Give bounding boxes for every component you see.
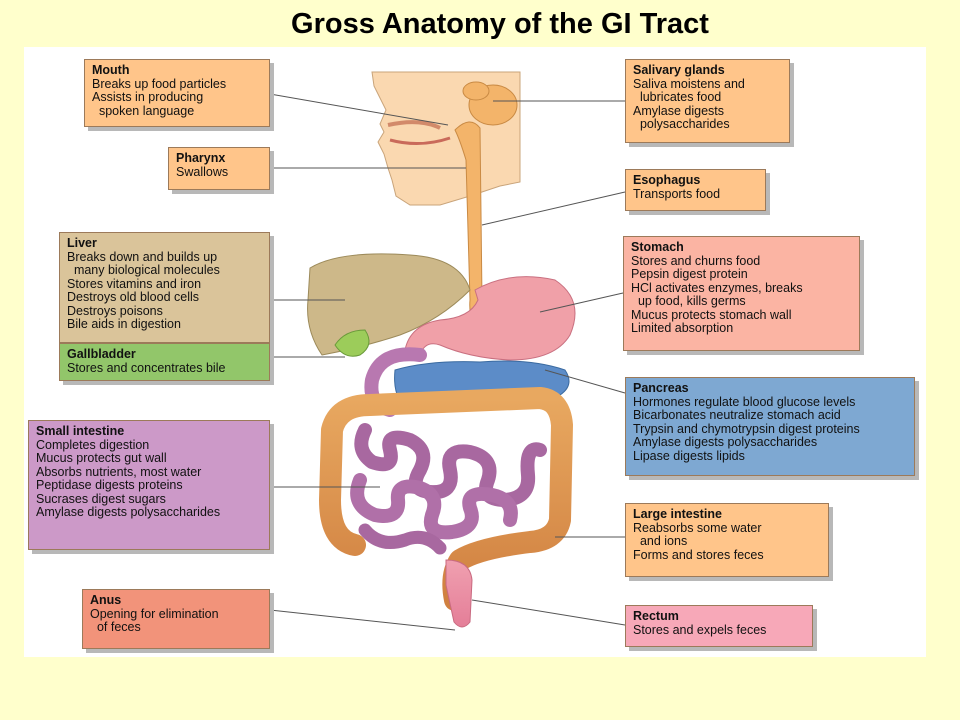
label-line: spoken language [92, 103, 195, 118]
label-line: Mucus protects stomach wall [631, 307, 792, 322]
label-heading: Anus [90, 593, 122, 607]
label-gallbladder: Gallbladder Stores and concentrates bile [59, 343, 270, 381]
label-line: Amylase digests [633, 103, 725, 118]
label-line: Lipase digests lipids [633, 448, 745, 463]
label-line: Pepsin digest protein [631, 267, 748, 281]
label-line: Stores and expels feces [633, 622, 767, 637]
label-line: up food, kills germs [631, 294, 746, 308]
label-line: Peptidase digests proteins [36, 478, 183, 492]
label-large-intestine: Large intestine Reabsorbs some water and… [625, 503, 829, 577]
label-line: Transports food [633, 186, 721, 201]
label-line: Forms and stores feces [633, 547, 764, 562]
label-heading: Stomach [631, 240, 684, 254]
label-line: and ions [633, 534, 688, 548]
label-line: Breaks down and builds up [67, 249, 218, 264]
label-line: Destroys old blood cells [67, 290, 200, 304]
label-heading: Pancreas [633, 381, 689, 395]
gallbladder-organ [334, 329, 370, 357]
label-line: Stores and concentrates bile [67, 360, 226, 375]
label-line: of feces [90, 620, 141, 634]
label-line: lubricates food [633, 90, 722, 104]
label-line: Absorbs nutrients, most water [36, 464, 202, 479]
label-heading: Rectum [633, 609, 679, 623]
label-line: Breaks up food particles [92, 76, 227, 91]
label-line: Bile aids in digestion [67, 317, 181, 331]
label-line: Hormones regulate blood glucose levels [633, 394, 856, 409]
label-line: Reabsorbs some water [633, 520, 762, 535]
label-line: Trypsin and chymotrypsin digest proteins [633, 421, 860, 436]
label-line: Saliva moistens and [633, 76, 745, 91]
label-heading: Mouth [92, 63, 130, 77]
label-line: Assists in producing [92, 90, 204, 104]
label-line: many biological molecules [67, 263, 220, 277]
label-pharynx: Pharynx Swallows [168, 147, 270, 190]
label-line: Amylase digests polysaccharides [36, 505, 221, 519]
label-heading: Gallbladder [67, 347, 136, 361]
label-mouth: Mouth Breaks up food particles Assists i… [84, 59, 270, 127]
label-line: Stores vitamins and iron [67, 276, 202, 291]
label-salivary-glands: Salivary glands Saliva moistens and lubr… [625, 59, 790, 143]
label-esophagus: Esophagus Transports food [625, 169, 766, 211]
label-line: HCl activates enzymes, breaks [631, 280, 803, 295]
label-line: Stores and churns food [631, 253, 761, 268]
large-intestine-organ [319, 387, 573, 611]
label-line: Swallows [176, 164, 229, 179]
label-line: Destroys poisons [67, 303, 163, 318]
label-line: Completes digestion [36, 437, 150, 452]
label-liver: Liver Breaks down and builds up many bio… [59, 232, 270, 343]
label-heading: Large intestine [633, 507, 722, 521]
label-stomach: Stomach Stores and churns food Pepsin di… [623, 236, 860, 351]
label-line: Bicarbonates neutralize stomach acid [633, 408, 841, 422]
label-line: Mucus protects gut wall [36, 451, 167, 465]
label-pancreas: Pancreas Hormones regulate blood glucose… [625, 377, 915, 476]
label-heading: Esophagus [633, 173, 701, 187]
page-title: Gross Anatomy of the GI Tract [291, 8, 709, 40]
label-anus: Anus Opening for elimination of feces [82, 589, 270, 649]
label-rectum: Rectum Stores and expels feces [625, 605, 813, 647]
label-heading: Liver [67, 236, 97, 250]
small-intestine-organ [350, 423, 547, 555]
label-small-intestine: Small intestine Completes digestion Mucu… [28, 420, 270, 550]
label-heading: Salivary glands [633, 63, 725, 77]
liver-organ [307, 253, 471, 356]
label-heading: Small intestine [36, 424, 125, 438]
label-heading: Pharynx [176, 151, 226, 165]
stomach-organ [404, 276, 576, 361]
salivary-gland-organ [462, 81, 518, 126]
rectum-organ [445, 559, 473, 628]
label-line: Opening for elimination [90, 606, 219, 621]
label-line: Amylase digests polysaccharides [633, 435, 818, 449]
label-line: Limited absorption [631, 321, 734, 335]
label-line: polysaccharides [633, 117, 730, 131]
label-line: Sucrases digest sugars [36, 491, 166, 506]
